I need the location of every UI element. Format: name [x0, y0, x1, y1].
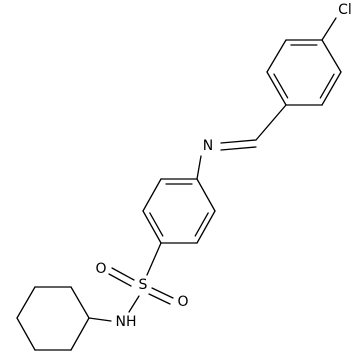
- ring-a-bond: [266, 71, 287, 106]
- ring-b-bond: [142, 178, 162, 212]
- ring-a-double-bond: [273, 73, 289, 99]
- ring-b-double-bond: [194, 212, 209, 237]
- so-bond-left: [111, 267, 135, 281]
- c-cl-bond: [321, 17, 337, 41]
- ring-b-double-bond: [149, 212, 164, 237]
- sn-bond: [128, 295, 140, 313]
- ring-b-bond: [196, 210, 216, 244]
- ring-a-bond: [321, 39, 342, 73]
- cyclohexyl-bond: [70, 317, 90, 351]
- cyclohexyl-bond: [16, 317, 36, 351]
- imine-nitrogen-label: N: [203, 138, 213, 154]
- oxygen-left-label: O: [95, 261, 106, 277]
- imine-double-bond: [220, 139, 257, 144]
- ring-a-double-bond: [319, 73, 335, 99]
- ring-b-bond: [142, 210, 162, 244]
- n-cyclohexyl-bond: [88, 317, 112, 322]
- n-aryl-bond: [196, 155, 202, 180]
- oxygen-right-label: O: [177, 294, 188, 310]
- chlorine-label: Cl: [338, 2, 352, 18]
- sulfur-label: S: [139, 277, 148, 293]
- amine-label: NH: [116, 314, 137, 330]
- so-bond-right: [151, 287, 174, 299]
- c-s-bond: [146, 242, 162, 276]
- so-bond-left-inner: [108, 273, 132, 287]
- ch-bond: [255, 104, 287, 141]
- ring-a-bond: [321, 71, 342, 106]
- cyclohexyl-bond: [70, 286, 90, 319]
- ring-b-bond: [196, 178, 216, 212]
- imine-double-bond-inner: [220, 146, 257, 151]
- cyclohexyl-bond: [16, 286, 36, 319]
- so-bond-right-inner: [148, 293, 171, 305]
- ring-a-bond: [266, 39, 287, 73]
